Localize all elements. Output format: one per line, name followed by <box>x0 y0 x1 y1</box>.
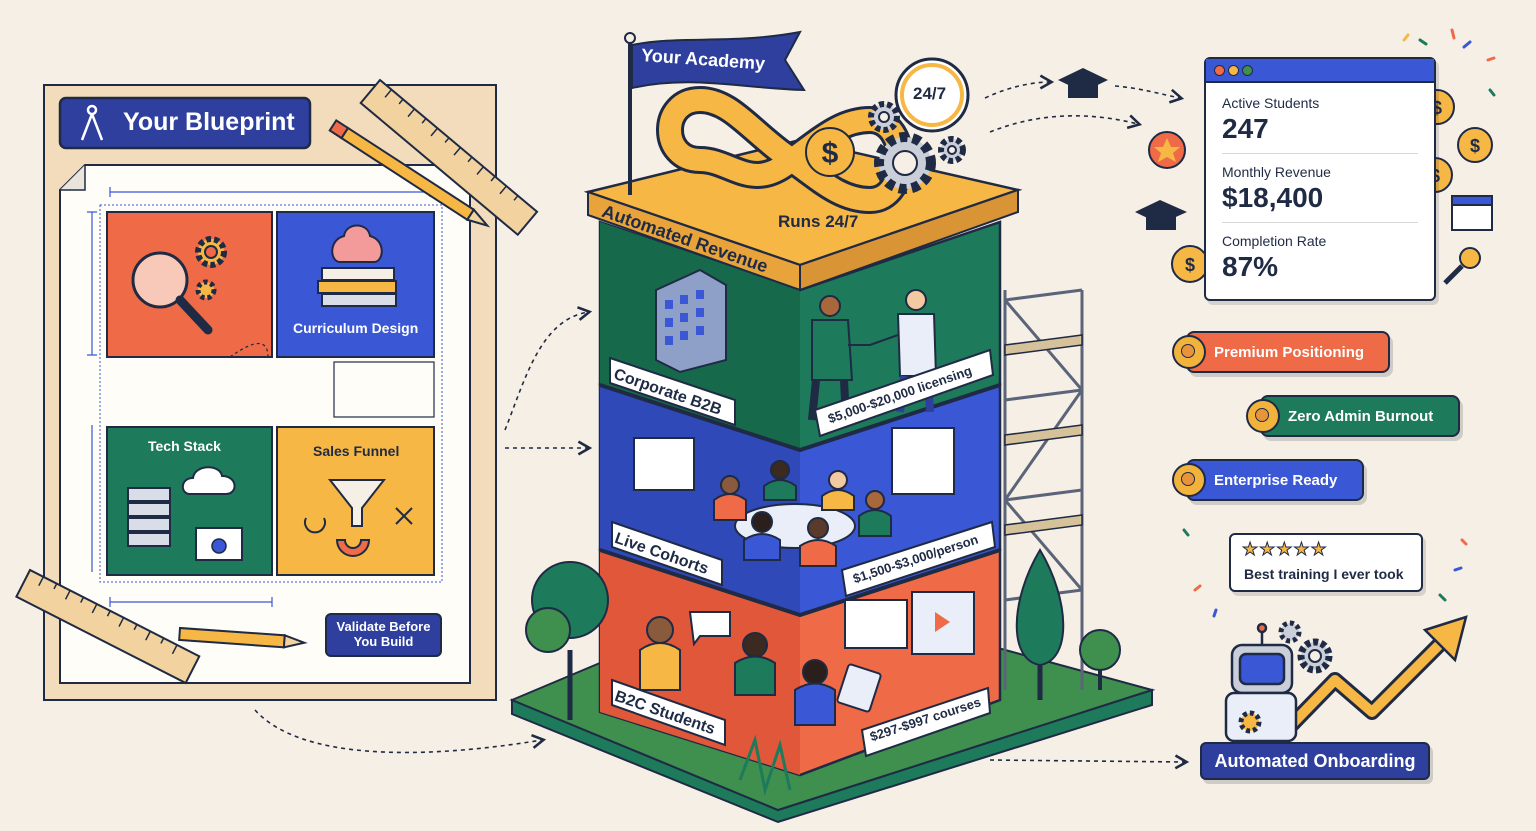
ruler-icon <box>15 568 201 685</box>
svg-text:$: $ <box>1470 136 1480 156</box>
metric-divider <box>1222 153 1418 154</box>
blueprint-title: Your Blueprint <box>123 108 295 136</box>
window-minimize-dot <box>1228 65 1239 76</box>
drafting-compass-icon <box>80 104 104 141</box>
onboarding-box: Automated Onboarding <box>1200 742 1430 780</box>
svg-text:$: $ <box>1185 255 1195 275</box>
badge-enterprise-ready: Enterprise Ready <box>1172 459 1364 501</box>
svg-text:$: $ <box>822 137 839 170</box>
funnel-icon <box>327 479 387 527</box>
graduation-cap-icon <box>1135 200 1187 230</box>
calendar-icon <box>633 437 695 491</box>
gear-icon <box>1238 620 1333 734</box>
gear-icon <box>195 236 227 301</box>
calendar-icon <box>1451 195 1493 231</box>
magnifier-icon <box>131 251 213 335</box>
window-maximize-dot <box>1242 65 1253 76</box>
trend-arrow-icon <box>1259 615 1468 758</box>
blueprint-title-box <box>58 96 312 150</box>
badge-label: Zero Admin Burnout <box>1288 407 1434 425</box>
svg-text:$: $ <box>1432 98 1442 118</box>
onboarding-label: Automated Onboarding <box>1214 750 1416 771</box>
robot-icon <box>1224 622 1298 743</box>
dashboard-titlebar <box>1206 59 1434 83</box>
metric-value-completion: 87% <box>1222 251 1279 282</box>
room-label-tech-stack: Tech Stack <box>148 438 221 454</box>
clock-label: 24/7 <box>913 84 947 103</box>
pencil-icon <box>178 626 308 649</box>
gear-icon <box>868 101 966 194</box>
magnet-icon <box>335 539 371 557</box>
server-icon <box>127 487 171 547</box>
ruler-icon <box>359 78 539 237</box>
metric-value-students: 247 <box>1222 113 1269 144</box>
review-text: Best training I ever took <box>1244 566 1404 582</box>
validate-box <box>325 613 442 657</box>
badge-label: Enterprise Ready <box>1214 471 1338 489</box>
metrics-dashboard: Active Students 247 Monthly Revenue $18,… <box>1204 57 1436 301</box>
medal-icon <box>1172 335 1206 369</box>
room-label-curriculum: Curriculum Design <box>293 320 419 336</box>
runs-label: Runs 24/7 <box>778 212 859 231</box>
academy-building <box>509 138 1156 824</box>
review-card: ★★★★★ Best training I ever took <box>1229 533 1423 592</box>
badge-zero-admin-burnout: Zero Admin Burnout <box>1246 395 1460 437</box>
metric-label-completion: Completion Rate <box>1222 233 1327 249</box>
window-close-dot <box>1214 65 1225 76</box>
infinity-icon <box>656 85 914 215</box>
academy-flag <box>624 30 806 195</box>
dollar-icon: $ <box>805 127 855 177</box>
validate-label: Validate Before You Build <box>336 619 431 649</box>
brain-icon <box>331 224 383 263</box>
metric-label-students: Active Students <box>1222 95 1320 111</box>
graduation-cap-icon <box>1058 68 1108 98</box>
pencil-icon <box>328 118 491 228</box>
medal-icon <box>1246 399 1280 433</box>
room-label-sales-funnel: Sales Funnel <box>313 443 400 459</box>
books-icon <box>317 267 397 307</box>
badge-label: Premium Positioning <box>1214 343 1365 361</box>
metric-divider <box>1222 222 1418 223</box>
cloud-icon <box>181 466 236 495</box>
review-stars: ★★★★★ <box>1242 539 1328 560</box>
clock-icon <box>894 57 970 133</box>
metric-label-revenue: Monthly Revenue <box>1222 164 1331 180</box>
key-icon <box>1443 247 1481 285</box>
metric-value-revenue: $18,400 <box>1222 182 1324 213</box>
badge-premium-positioning: Premium Positioning <box>1172 331 1390 373</box>
medal-icon <box>1172 463 1206 497</box>
star-icon <box>1148 131 1186 169</box>
room-research <box>106 211 273 358</box>
